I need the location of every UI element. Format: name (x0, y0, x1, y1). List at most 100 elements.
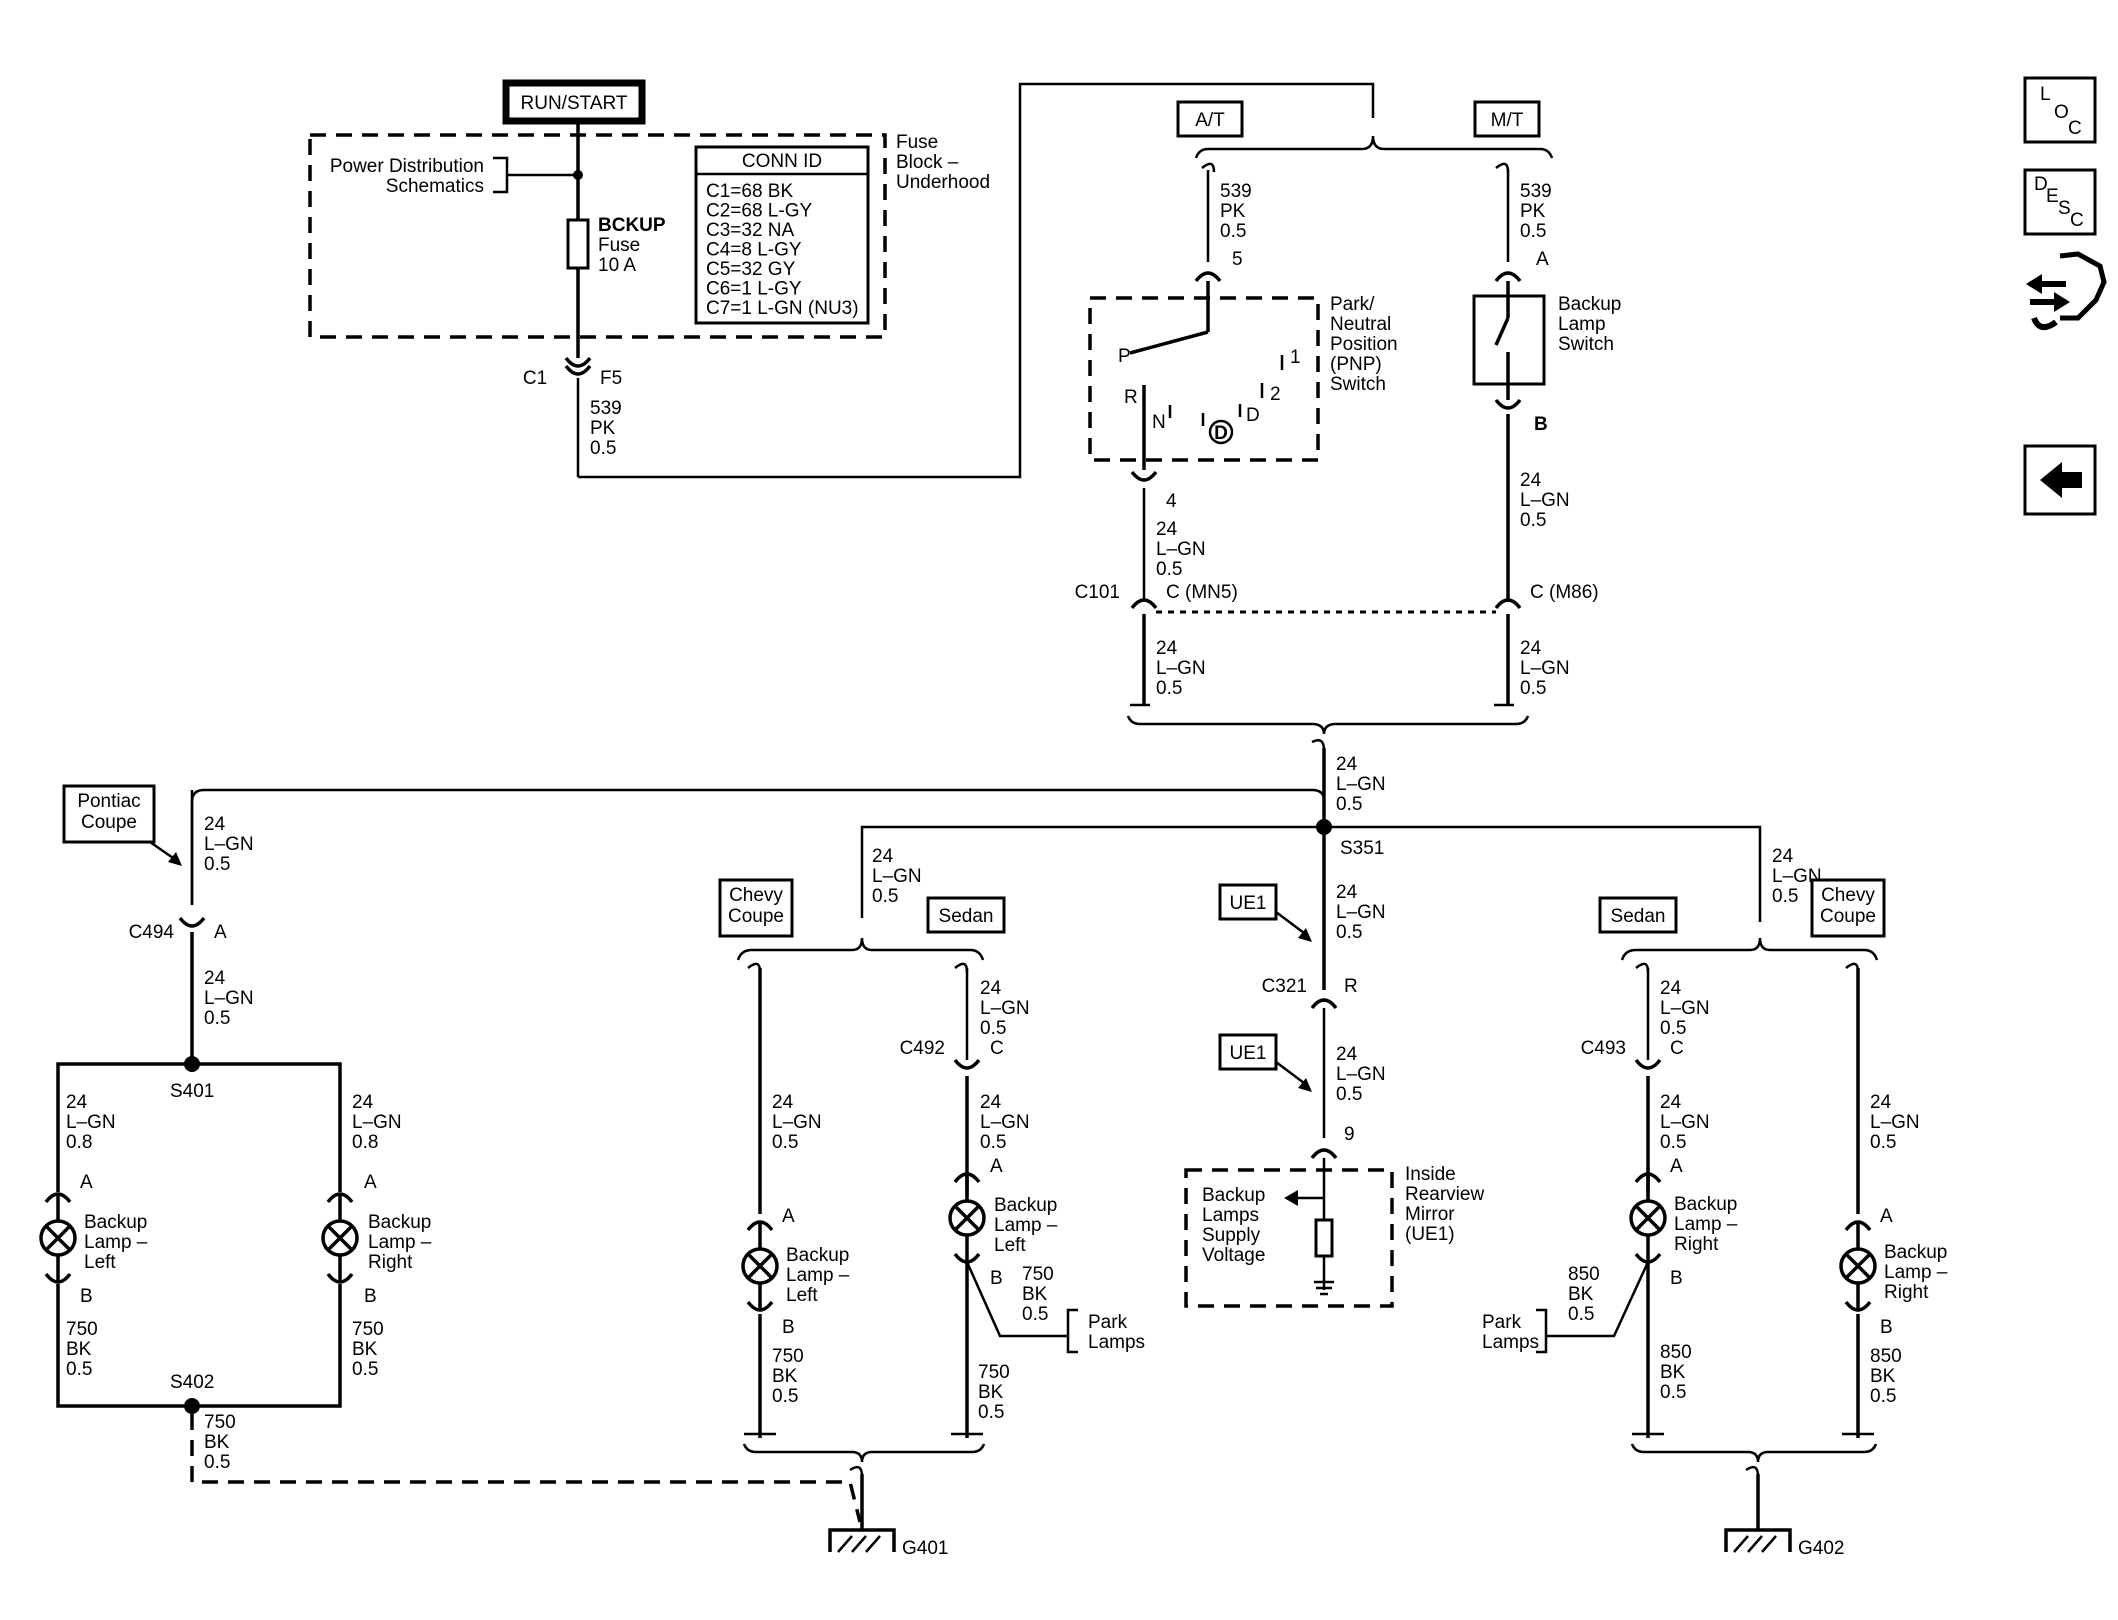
rg-park-branch (1546, 1261, 1650, 1338)
mirror-inner-4: Voltage (1202, 1245, 1265, 1266)
lg-sedan-break (954, 962, 969, 973)
rg-sw1-3: 0.5 (1660, 1018, 1686, 1039)
rg-cg-2: BK (1870, 1366, 1896, 1387)
lg-ground-bus (742, 1443, 986, 1463)
c1-connector (564, 356, 592, 368)
pnp-d-inner: D (1214, 423, 1228, 444)
c493-connector (1634, 1058, 1662, 1070)
rg-coupe-pin-b: B (1880, 1317, 1893, 1338)
pon-gr-2: BK (352, 1339, 378, 1360)
pk-feed-route (578, 82, 1375, 479)
pnp-pin5-connector (1194, 271, 1222, 283)
bls-label-2: Lamp (1558, 314, 1606, 335)
lg-sedan-pin-b: B (990, 1268, 1003, 1289)
conn-id-row: C6=1 L-GY (706, 279, 802, 300)
pnp-label-4: (PNP) (1330, 354, 1382, 375)
pon-lamp-l-3: Left (84, 1252, 116, 1273)
lg-park-bracket (1066, 1308, 1078, 1354)
fuse-block-outline (308, 133, 887, 339)
pnp-pin4: 4 (1166, 491, 1177, 512)
lg-cw-2: L–GN (772, 1112, 822, 1133)
lg-sg-1: 750 (978, 1362, 1010, 1383)
rg-ground-bus (1630, 1443, 1878, 1463)
pon-top-2: L–GN (204, 834, 254, 855)
loc-icon[interactable]: L O C (2023, 76, 2097, 144)
mirror-inner-1: Backup (1202, 1185, 1265, 1206)
bls-pin-a-connector (1494, 271, 1522, 283)
mirror-inner-3: Supply (1202, 1225, 1261, 1246)
left-low-2: L–GN (1156, 658, 1206, 679)
trans-option-bus (1194, 135, 1554, 159)
lg-sw1-3: 0.5 (980, 1018, 1006, 1039)
fuse-block: RUN/START Power Distribution Schematics … (308, 79, 1375, 479)
pk-wire-1: 539 (590, 398, 622, 419)
lg-sedan-lamp-3: Left (994, 1235, 1026, 1256)
pontiac-right-lamp (321, 1192, 359, 1284)
pnp-1: 1 (1290, 347, 1301, 368)
lg-park-2: Lamps (1088, 1332, 1145, 1353)
mt-branch-break (1495, 162, 1510, 173)
pon-pin-b-l: B (80, 1286, 93, 1307)
bls-label-3: Switch (1558, 334, 1614, 355)
c-m86: C (M86) (1530, 582, 1599, 603)
trunk-1: 24 (1336, 754, 1358, 775)
pnp-d: D (1246, 405, 1260, 426)
lg-sedan-tag (926, 896, 1006, 934)
rg-sedan: Sedan (1611, 906, 1666, 927)
lg-coupe-lamp-1: Backup (786, 1245, 849, 1266)
pnp-pin5: 5 (1232, 249, 1243, 270)
back-arrow-icon[interactable] (2023, 444, 2097, 516)
mid1-3: 0.5 (1336, 922, 1362, 943)
pk-wire-3: 0.5 (590, 438, 616, 459)
pontiac-arrow-line (149, 840, 177, 862)
fuse-symbol (566, 218, 590, 270)
lamp-symbols (39, 1172, 1877, 1312)
rg-chevy-1: Chevy (1821, 885, 1875, 906)
rg-pw-1: 850 (1568, 1264, 1600, 1285)
c492-label: C492 (900, 1038, 945, 1059)
rg-sedan-break (1635, 962, 1650, 973)
lg-sedan-pin-a: A (990, 1156, 1003, 1177)
rg-sw1-1: 24 (1660, 978, 1682, 999)
pon-lamp-r-3: Right (368, 1252, 413, 1273)
desc-icon[interactable]: D E S C (2023, 168, 2097, 236)
loc-c: C (2068, 118, 2082, 139)
left-coupe-lamp (741, 1220, 779, 1312)
trunk-break (1311, 739, 1326, 751)
pon-mid-1: 24 (204, 968, 226, 989)
s402-label: S402 (170, 1372, 214, 1393)
rg-sedan-tag (1598, 896, 1678, 934)
rg-ground-break (1745, 1465, 1760, 1477)
pontiac-tag (62, 784, 156, 844)
lg-sedan-lamp-2: Lamp – (994, 1215, 1058, 1236)
c1-connector-mate (564, 364, 592, 376)
pnp-r: R (1124, 387, 1138, 408)
pon-gr-3: 0.5 (352, 1359, 378, 1380)
c494-pin: A (214, 922, 227, 943)
connector-icon[interactable] (2026, 251, 2107, 331)
pds-label-2: Schematics (386, 176, 484, 197)
fuse-word: Fuse (598, 235, 640, 256)
pon-top-1: 24 (204, 814, 226, 835)
mirror-label-3: Mirror (1405, 1204, 1455, 1225)
c493-label: C493 (1581, 1038, 1626, 1059)
rg-sg-1: 850 (1660, 1342, 1692, 1363)
mirror-pin: 9 (1344, 1124, 1355, 1145)
pon-lamp-r-1: Backup (368, 1212, 431, 1233)
mirror-sense-arrow (1284, 1190, 1298, 1206)
c494-label: C494 (129, 922, 175, 943)
rg-park-bracket (1536, 1308, 1548, 1354)
mt-wire-3: 0.5 (1520, 221, 1546, 242)
rg-cg-1: 850 (1870, 1346, 1902, 1367)
pon-l-2: L–GN (66, 1112, 116, 1133)
c101-label: C101 (1075, 582, 1120, 603)
mirror-label-2: Rearview (1405, 1184, 1484, 1205)
ue1-arrow-1-line (1275, 911, 1309, 937)
rg-cg-3: 0.5 (1870, 1386, 1896, 1407)
lg-sg-2: BK (978, 1382, 1004, 1403)
rg-pw-2: BK (1568, 1284, 1594, 1305)
mid1-1: 24 (1336, 882, 1358, 903)
mt-label: M/T (1491, 110, 1524, 131)
